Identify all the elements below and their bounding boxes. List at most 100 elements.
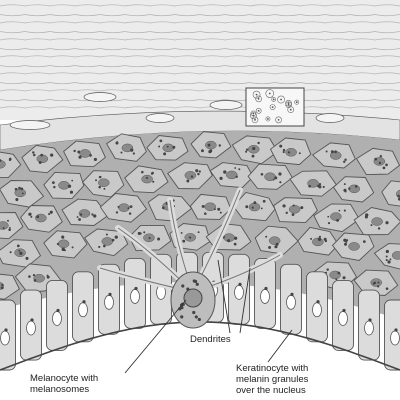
melanin-granule [324, 239, 328, 243]
melanin-granule [18, 186, 21, 190]
melanin-granule [76, 216, 79, 218]
melanin-cap [342, 308, 346, 313]
melanin-granule [217, 207, 221, 211]
melanin-granule [300, 206, 304, 210]
melanin-granule [6, 219, 9, 222]
inset-granule-core [295, 101, 298, 104]
keratinocyte-cell [0, 273, 20, 300]
melanin-granule [71, 246, 74, 249]
melanin-granule [345, 240, 348, 243]
keratinocyte-label: Keratinocyte with melanin granules over … [236, 363, 308, 396]
melanin-cap [82, 300, 86, 304]
melanin-granule [385, 255, 388, 258]
melanosome [193, 279, 198, 284]
inset-granule [277, 95, 285, 104]
inset-granule-core [254, 118, 256, 121]
keratinocyte-nucleus [162, 143, 174, 153]
leader-lines [124, 259, 293, 374]
melanin-granule [245, 148, 249, 151]
melanin-granule [385, 259, 388, 262]
melanin-granule [49, 210, 53, 214]
basal-nucleus [338, 311, 348, 326]
corneum-line [0, 4, 400, 7]
corneum-line [0, 14, 400, 17]
keratinocyte-nucleus [58, 181, 70, 190]
melanin-granule [291, 213, 295, 217]
keratinocyte-label-line-1: Keratinocyte with [236, 363, 309, 374]
corneum-line [0, 65, 400, 68]
melanocyte-nucleus [183, 288, 203, 308]
melanin-cap [316, 300, 320, 304]
melanin-granule [132, 152, 135, 155]
inset-granule-core [252, 112, 255, 115]
melanin-granule [145, 176, 149, 180]
melanin-granule [354, 185, 358, 188]
basal-nucleus [130, 289, 140, 304]
melanin-granule [208, 150, 212, 154]
melanin-granule [278, 172, 282, 176]
inset-granule-core [257, 97, 260, 100]
keratinocyte-leader [267, 329, 293, 363]
melanin-granule [61, 247, 65, 252]
inset-granule-core [255, 93, 258, 96]
inset-granule-core [287, 103, 290, 106]
melanin-granule [274, 245, 278, 249]
melanin-granule [151, 171, 154, 175]
magnified-keratinocyte-icon [245, 87, 305, 127]
melanin-granule [326, 268, 329, 271]
corneum-background [0, 0, 400, 120]
melanin-granule [129, 205, 133, 208]
melanin-granule [379, 154, 383, 158]
basal-nucleus [234, 284, 244, 300]
inset-granule [285, 99, 292, 107]
melanin-granule [28, 275, 31, 278]
melanin-granule [370, 224, 373, 227]
melanin-granule [197, 231, 200, 234]
dendrites-leader-1 [217, 259, 231, 334]
melanin-granule [292, 204, 295, 207]
melanin-cap [30, 318, 34, 322]
melanin-cap [134, 286, 138, 291]
melanin-granule [317, 184, 320, 188]
melanin-granule [274, 176, 278, 180]
melanin-granule [282, 204, 286, 208]
keratinocyte-label-line-2: melanin granules [236, 374, 309, 385]
melanin-granule [130, 148, 134, 152]
keratinocyte-nucleus [79, 149, 91, 158]
melanin-granule [182, 239, 186, 243]
melanin-granule [148, 236, 151, 240]
melanin-granule [79, 213, 83, 216]
basal-nucleus [260, 289, 270, 304]
melanin-granule [141, 170, 144, 174]
basal-nucleus [78, 302, 88, 318]
melanin-granule [180, 231, 183, 234]
melanin-granule [327, 221, 331, 225]
inset-granule-core [289, 108, 292, 111]
melanin-granule [127, 207, 130, 210]
melanin-granule [198, 170, 201, 173]
melanin-granule [373, 281, 377, 285]
melanin-granule [275, 242, 279, 246]
melanin-granule [16, 244, 20, 248]
keratinocyte-nucleus [348, 242, 360, 251]
flattened-cell [315, 113, 345, 123]
keratinocyte-nucleus [205, 140, 217, 150]
melanin-granule [317, 237, 322, 242]
melanin-granule [67, 184, 72, 188]
keratinocyte-nucleus [370, 278, 382, 287]
keratinocyte-cell [0, 212, 24, 240]
melanin-granule [120, 151, 123, 154]
melanin-granule [166, 145, 169, 148]
keratinocyte-nucleus [141, 174, 153, 184]
melanin-granule [285, 211, 288, 215]
keratinocyte-nucleus [121, 143, 134, 153]
corneum-line [0, 72, 400, 75]
basal-nucleus [52, 311, 62, 326]
inset-granule [265, 116, 271, 122]
melanin-granule [397, 197, 400, 201]
melanin-granule [233, 242, 237, 246]
melanin-granule [53, 185, 56, 189]
melanin-granule [327, 215, 330, 218]
keratinocyte-nucleus [33, 274, 45, 283]
